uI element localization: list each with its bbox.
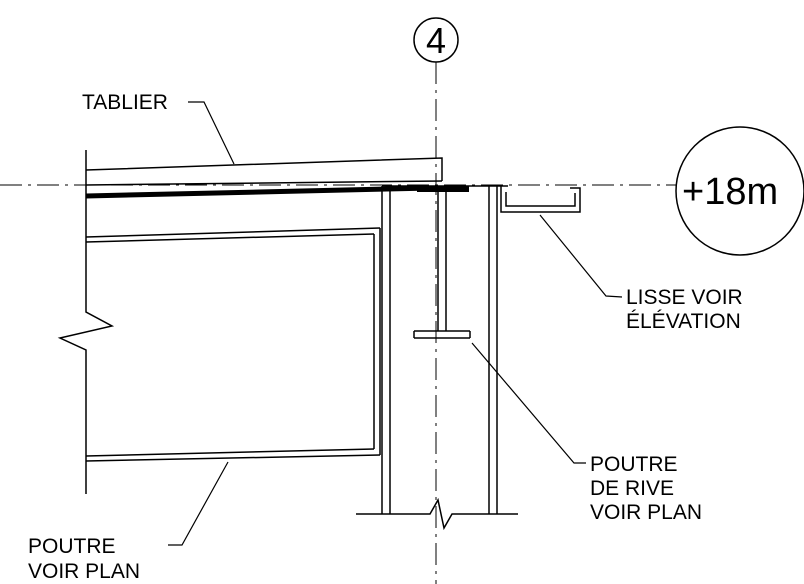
edge-beam-i-section <box>413 186 471 339</box>
deck-tablier <box>85 157 443 199</box>
grid-bubble-label: 4 <box>426 20 446 61</box>
callout-lisse: LISSE VOIR ÉLÉVATION <box>626 286 749 333</box>
elevation-bubble: +18m <box>675 126 804 256</box>
callout-poutre-rive: POUTRE DE RIVE VOIR PLAN <box>590 453 702 524</box>
callout-poutre: POUTRE VOIR PLAN <box>28 535 140 583</box>
wall-cut-line <box>57 150 115 494</box>
girt-lisse <box>500 186 581 213</box>
grid-bubble: 4 <box>413 17 459 63</box>
leader-poutre <box>168 461 229 546</box>
beam-poutre <box>85 227 381 462</box>
elevation-label: +18m <box>682 171 778 213</box>
leader-poutre-rive <box>471 342 586 464</box>
leader-tablier <box>188 101 235 165</box>
leader-lisse <box>539 214 623 298</box>
callout-tablier: TABLIER <box>82 91 168 114</box>
